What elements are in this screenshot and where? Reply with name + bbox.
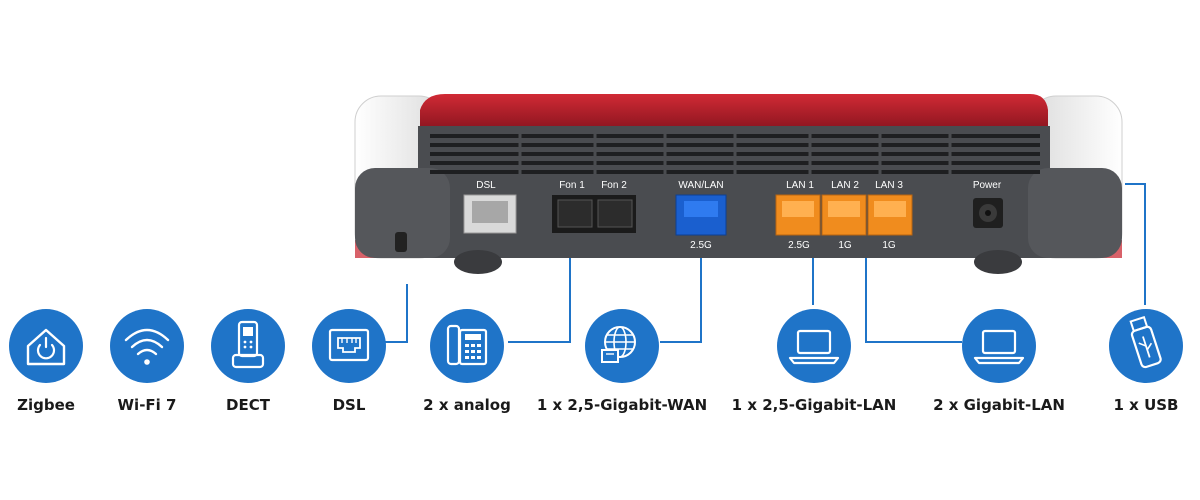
fon2-port[interactable] <box>597 199 633 228</box>
port-label-dsl: DSL <box>476 180 496 191</box>
globe-network-icon <box>585 309 659 383</box>
port-label-fon2: Fon 2 <box>601 180 627 191</box>
ethernet-port-icon <box>312 309 386 383</box>
router-foot-left <box>454 250 502 274</box>
fon1-port[interactable] <box>557 199 593 228</box>
home-power-icon <box>9 309 83 383</box>
feature-label-analog: 2 x analog <box>423 396 511 414</box>
cordless-phone-icon <box>211 309 285 383</box>
port-label-fon1: Fon 1 <box>559 180 585 191</box>
speed-label-lan1: 2.5G <box>788 240 810 251</box>
feature-label-wan: 1 x 2,5-Gigabit-WAN <box>536 396 708 414</box>
feature-label-usb: 1 x USB <box>1113 396 1179 414</box>
port-label-power: Power <box>973 180 1002 191</box>
connector-lan23 <box>865 258 962 343</box>
port-label-lan2: LAN 2 <box>831 180 859 191</box>
desk-phone-icon <box>430 309 504 383</box>
port-label-lan3: LAN 3 <box>875 180 903 191</box>
router-red-top <box>420 94 1048 128</box>
speed-label-lan3: 1G <box>882 240 896 251</box>
speed-label-wan: 2.5G <box>690 240 712 251</box>
connector-analog <box>508 258 571 343</box>
router-device: DSL Fon 1 Fon 2 WAN/LAN LAN 1 LAN 2 LAN … <box>354 94 1123 274</box>
router-foot-right <box>974 250 1022 274</box>
wifi-icon <box>110 309 184 383</box>
connector-wan <box>660 258 702 343</box>
port-label-wan: WAN/LAN <box>678 180 723 191</box>
feature-label-dect: DECT <box>226 396 270 414</box>
port-label-lan1: LAN 1 <box>786 180 814 191</box>
connector-lines <box>381 183 1146 343</box>
speed-label-lan2: 1G <box>838 240 852 251</box>
feature-label-lan-25g: 1 x 2,5-Gigabit-LAN <box>731 396 897 414</box>
feature-label-zigbee: Zigbee <box>17 396 75 414</box>
laptop-icon <box>777 309 851 383</box>
feature-label-wifi: Wi-Fi 7 <box>117 396 177 414</box>
feature-label-lan-gigabit: 2 x Gigabit-LAN <box>933 396 1065 414</box>
connector-usb <box>1125 183 1146 305</box>
usb-stick-icon <box>1109 309 1183 383</box>
feature-label-dsl: DSL <box>332 396 366 414</box>
laptop-icon <box>962 309 1036 383</box>
connector-dsl <box>381 284 408 343</box>
